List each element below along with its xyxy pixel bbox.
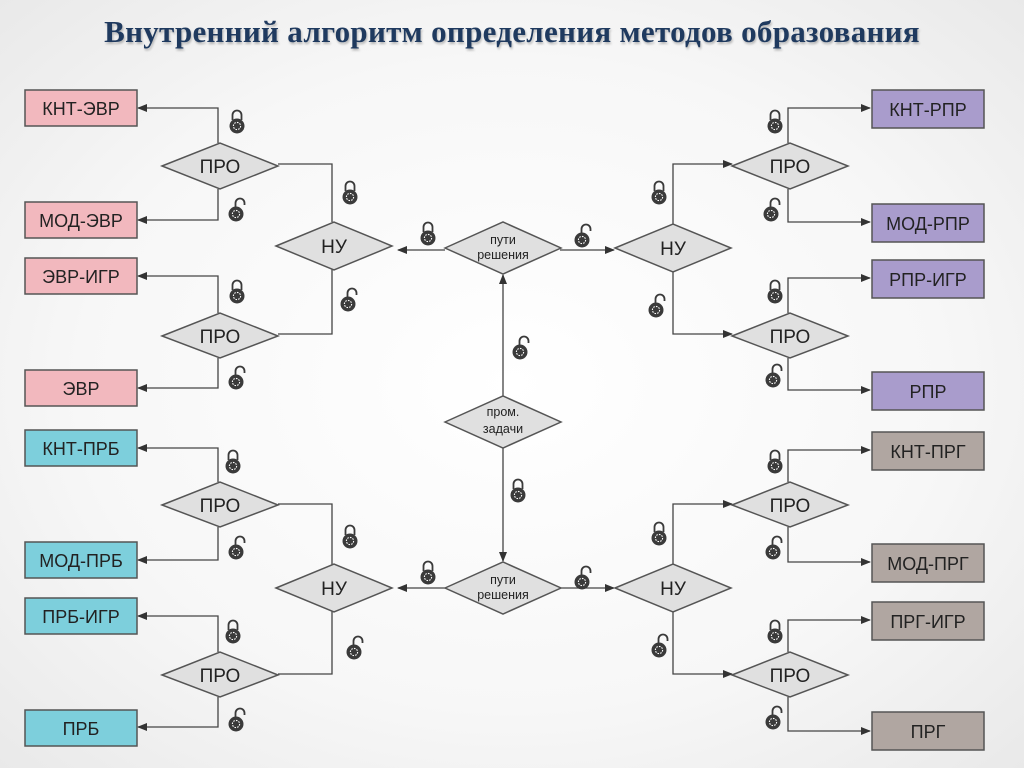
diamond-pro-label: ПРО [200, 327, 241, 348]
box-prg: ПРГ [871, 711, 985, 751]
box-prg-igr-label: ПРГ-ИГР [890, 612, 965, 632]
padlock-closed-icon [419, 560, 437, 586]
padlock-closed-icon [766, 279, 784, 305]
box-prb-label: ПРБ [63, 719, 100, 739]
padlock-open-icon [650, 633, 669, 659]
box-prb-igr-label: ПРБ-ИГР [42, 607, 119, 627]
box-prg-igr: ПРГ-ИГР [871, 601, 985, 641]
diamond-pro-label: ПРО [770, 327, 811, 348]
box-mod-evr: МОД-ЭВР [24, 201, 138, 239]
padlock-closed-icon [341, 524, 359, 550]
padlock-closed-icon [419, 221, 437, 247]
box-knt-rpr-label: КНТ-РПР [889, 100, 966, 120]
box-mod-prg: МОД-ПРГ [871, 543, 985, 583]
padlock-open-icon [764, 705, 783, 731]
box-knt-prg-label: КНТ-ПРГ [890, 442, 965, 462]
diamond-nu-label: НУ [660, 239, 687, 260]
diamond-pro-label: ПРО [770, 496, 811, 517]
diamond-nu-right-bottom: НУ [613, 563, 733, 613]
box-mod-prb-label: МОД-ПРБ [39, 551, 123, 571]
box-rpr-label: РПР [910, 382, 947, 402]
box-evr-label: ЭВР [63, 379, 100, 399]
diamond-pro-right-3: ПРО [729, 481, 851, 528]
padlock-closed-icon [224, 449, 242, 475]
box-evr: ЭВР [24, 369, 138, 407]
diamond-pro-label: ПРО [200, 666, 241, 687]
diamond-task: пром. задачи [443, 395, 563, 449]
box-mod-prg-label: МОД-ПРГ [887, 554, 969, 574]
diamond-nu-label: НУ [660, 579, 687, 600]
diamond-pro-left-2: ПРО [159, 312, 281, 359]
padlock-open-icon [227, 535, 246, 561]
box-knt-evr: КНТ-ЭВР [24, 89, 138, 127]
diamond-paths-line1: пути [490, 233, 516, 247]
diamond-pro-label: ПРО [770, 666, 811, 687]
padlock-open-icon [511, 335, 530, 361]
diamond-paths-top: пути решения [443, 221, 563, 275]
padlock-closed-icon [650, 180, 668, 206]
diamond-nu-right-top: НУ [613, 223, 733, 273]
padlock-closed-icon [766, 619, 784, 645]
box-rpr-igr: РПР-ИГР [871, 259, 985, 299]
padlock-open-icon [227, 365, 246, 391]
connector-lines [137, 104, 871, 735]
padlock-open-icon [227, 707, 246, 733]
box-prb: ПРБ [24, 709, 138, 747]
diamond-nu-label: НУ [321, 237, 348, 258]
diamond-paths-line2: решения [477, 248, 529, 262]
diamond-pro-right-4: ПРО [729, 651, 851, 698]
padlock-closed-icon [650, 521, 668, 547]
diamond-paths-bottom: пути решения [443, 561, 563, 615]
padlock-open-icon [762, 197, 781, 223]
box-knt-prb-label: КНТ-ПРБ [42, 439, 119, 459]
diamond-paths-line2: решения [477, 588, 529, 602]
padlock-closed-icon [766, 109, 784, 135]
box-prg-label: ПРГ [911, 722, 946, 742]
box-mod-rpr-label: МОД-РПР [886, 214, 970, 234]
box-knt-evr-label: КНТ-ЭВР [42, 99, 119, 119]
box-knt-prg: КНТ-ПРГ [871, 431, 985, 471]
padlock-open-icon [573, 565, 592, 591]
padlock-open-icon [647, 293, 666, 319]
box-knt-prb: КНТ-ПРБ [24, 429, 138, 467]
padlock-open-icon [339, 287, 358, 313]
diamond-paths-line1: пути [490, 573, 516, 587]
padlock-closed-icon [509, 478, 527, 504]
padlock-open-icon [764, 535, 783, 561]
box-mod-prb: МОД-ПРБ [24, 541, 138, 579]
diamond-nu-left-top: НУ [274, 221, 394, 271]
diamond-task-line2: задачи [483, 422, 523, 436]
box-rpr: РПР [871, 371, 985, 411]
padlock-open-icon [345, 635, 364, 661]
diamond-nu-label: НУ [321, 579, 348, 600]
diamond-task-line1: пром. [487, 405, 520, 419]
diamond-nu-left-bottom: НУ [274, 563, 394, 613]
box-rpr-igr-label: РПР-ИГР [889, 270, 967, 290]
box-knt-rpr: КНТ-РПР [871, 89, 985, 129]
diamond-pro-right-1: ПРО [729, 142, 851, 190]
diamond-pro-left-1: ПРО [159, 142, 281, 190]
diamond-pro-left-3: ПРО [159, 481, 281, 528]
diamond-pro-right-2: ПРО [729, 312, 851, 359]
diamond-pro-label: ПРО [770, 157, 811, 178]
diamond-pro-left-4: ПРО [159, 651, 281, 698]
box-evr-igr-label: ЭВР-ИГР [42, 267, 120, 287]
padlock-closed-icon [228, 279, 246, 305]
box-mod-evr-label: МОД-ЭВР [39, 211, 123, 231]
padlock-closed-icon [228, 109, 246, 135]
box-prb-igr: ПРБ-ИГР [24, 597, 138, 635]
diagram-title: Внутренний алгоритм определения методов … [104, 14, 920, 49]
padlock-open-icon [764, 363, 783, 389]
padlock-closed-icon [224, 619, 242, 645]
padlock-open-icon [227, 197, 246, 223]
padlock-closed-icon [341, 180, 359, 206]
box-evr-igr: ЭВР-ИГР [24, 257, 138, 295]
padlock-closed-icon [766, 449, 784, 475]
box-mod-rpr: МОД-РПР [871, 203, 985, 243]
diamond-pro-label: ПРО [200, 496, 241, 517]
diamond-pro-label: ПРО [200, 157, 241, 178]
padlock-open-icon [573, 223, 592, 249]
